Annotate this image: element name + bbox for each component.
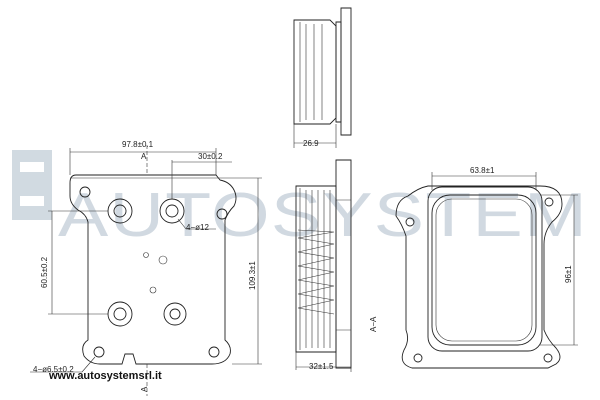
dim-offset-right: 30±0.2 bbox=[198, 152, 223, 161]
front-body-outline bbox=[69, 174, 237, 365]
mount-hole-bottom-right bbox=[208, 346, 220, 358]
dim-bottom-depth: 32±1.5 bbox=[309, 362, 334, 371]
section-mark-top: A bbox=[141, 152, 147, 161]
dim-top-depth: 26.9 bbox=[303, 139, 319, 148]
dim-height-total: 109.3±1 bbox=[248, 261, 257, 290]
side-view-top: 26.9 bbox=[293, 7, 352, 148]
gasket-frame-outer bbox=[427, 186, 543, 352]
dim-hole-spacing: 60.5±0.2 bbox=[40, 256, 49, 288]
side-view-section: 32±1.5 A−A bbox=[295, 159, 378, 372]
gasket-hole-bottom-left bbox=[413, 353, 423, 363]
gasket-hole-top-left bbox=[405, 217, 415, 227]
watermark-text: AUTOSYSTEM bbox=[58, 181, 588, 250]
mount-hole-top-left bbox=[79, 186, 91, 198]
dim-width-total: 97.8±0.1 bbox=[122, 140, 154, 149]
mount-hole-top-right bbox=[216, 208, 228, 220]
gasket-view: 63.8±1 96±1 bbox=[395, 166, 578, 369]
port-bottom-right bbox=[163, 302, 187, 326]
label-mount-holes: 4−ø6.5±0.2 bbox=[33, 365, 74, 374]
section-label: A−A bbox=[369, 316, 378, 332]
front-view: 97.8±0.1 A 30±0.2 60.5±0.2 109.3±1 4−ø12… bbox=[30, 140, 262, 396]
dim-inner-height: 96±1 bbox=[564, 265, 573, 283]
gasket-outline bbox=[395, 185, 563, 369]
website-url[interactable]: www.autosystemsrl.it bbox=[49, 370, 162, 382]
gasket-inner bbox=[431, 194, 537, 346]
watermark: AUTOSYSTEM bbox=[12, 150, 588, 250]
port-bottom-left bbox=[107, 301, 133, 327]
section-mark-bottom: A bbox=[140, 386, 149, 392]
gasket-hole-bottom-right bbox=[543, 353, 553, 363]
dim-inner-width: 63.8±1 bbox=[470, 166, 495, 175]
label-ports: 4−ø12 bbox=[186, 223, 209, 232]
mount-hole-bottom-left bbox=[93, 346, 105, 358]
gasket-hole-top-right bbox=[544, 197, 554, 207]
